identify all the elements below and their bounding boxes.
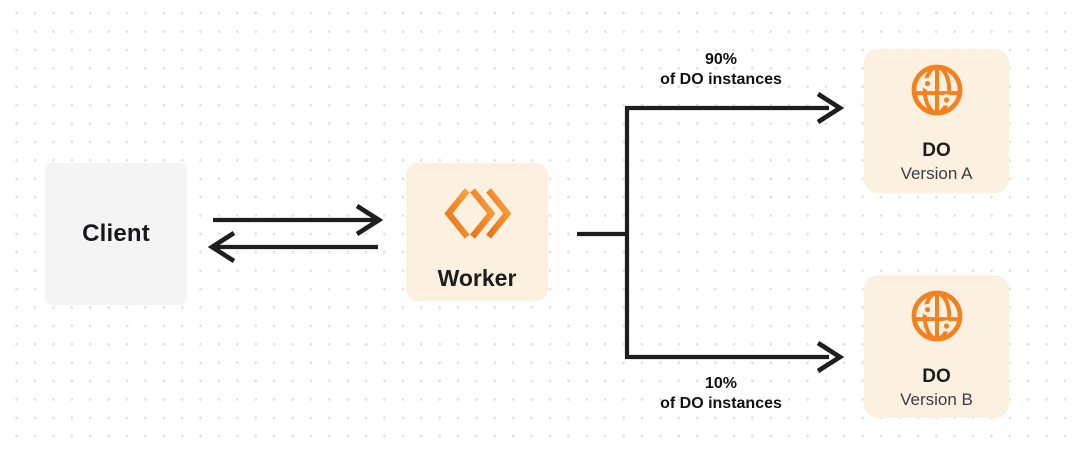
durable-object-globe-icon [911, 64, 962, 116]
do-version-b-node: DO Version B [864, 275, 1009, 418]
route-b-percent: 10% [704, 375, 738, 392]
client-to-worker-arrowhead [355, 204, 384, 236]
route-a-caption: of DO instances [660, 71, 782, 88]
do-b-subtitle: Version B [900, 390, 973, 409]
branch-a-arrowhead [816, 92, 845, 124]
route-a-label: 90% of DO instances [631, 50, 811, 90]
route-b-label: 10% of DO instances [631, 374, 811, 414]
branch-bracket [624, 105, 829, 360]
do-a-title: DO [922, 140, 951, 161]
route-b-caption: of DO instances [660, 395, 782, 412]
client-label: Client [82, 220, 150, 247]
do-version-a-node: DO Version A [864, 49, 1009, 193]
do-a-subtitle: Version A [900, 164, 973, 183]
worker-node: Worker [406, 163, 548, 301]
client-node: Client [45, 163, 187, 305]
route-a-percent: 90% [704, 51, 738, 68]
branch-b-arrowhead [816, 341, 845, 373]
durable-object-globe-icon [911, 290, 962, 342]
workers-logo-icon [444, 188, 512, 239]
do-b-title: DO [922, 366, 951, 387]
worker-label: Worker [437, 265, 517, 291]
worker-to-client-arrowhead [207, 231, 236, 263]
